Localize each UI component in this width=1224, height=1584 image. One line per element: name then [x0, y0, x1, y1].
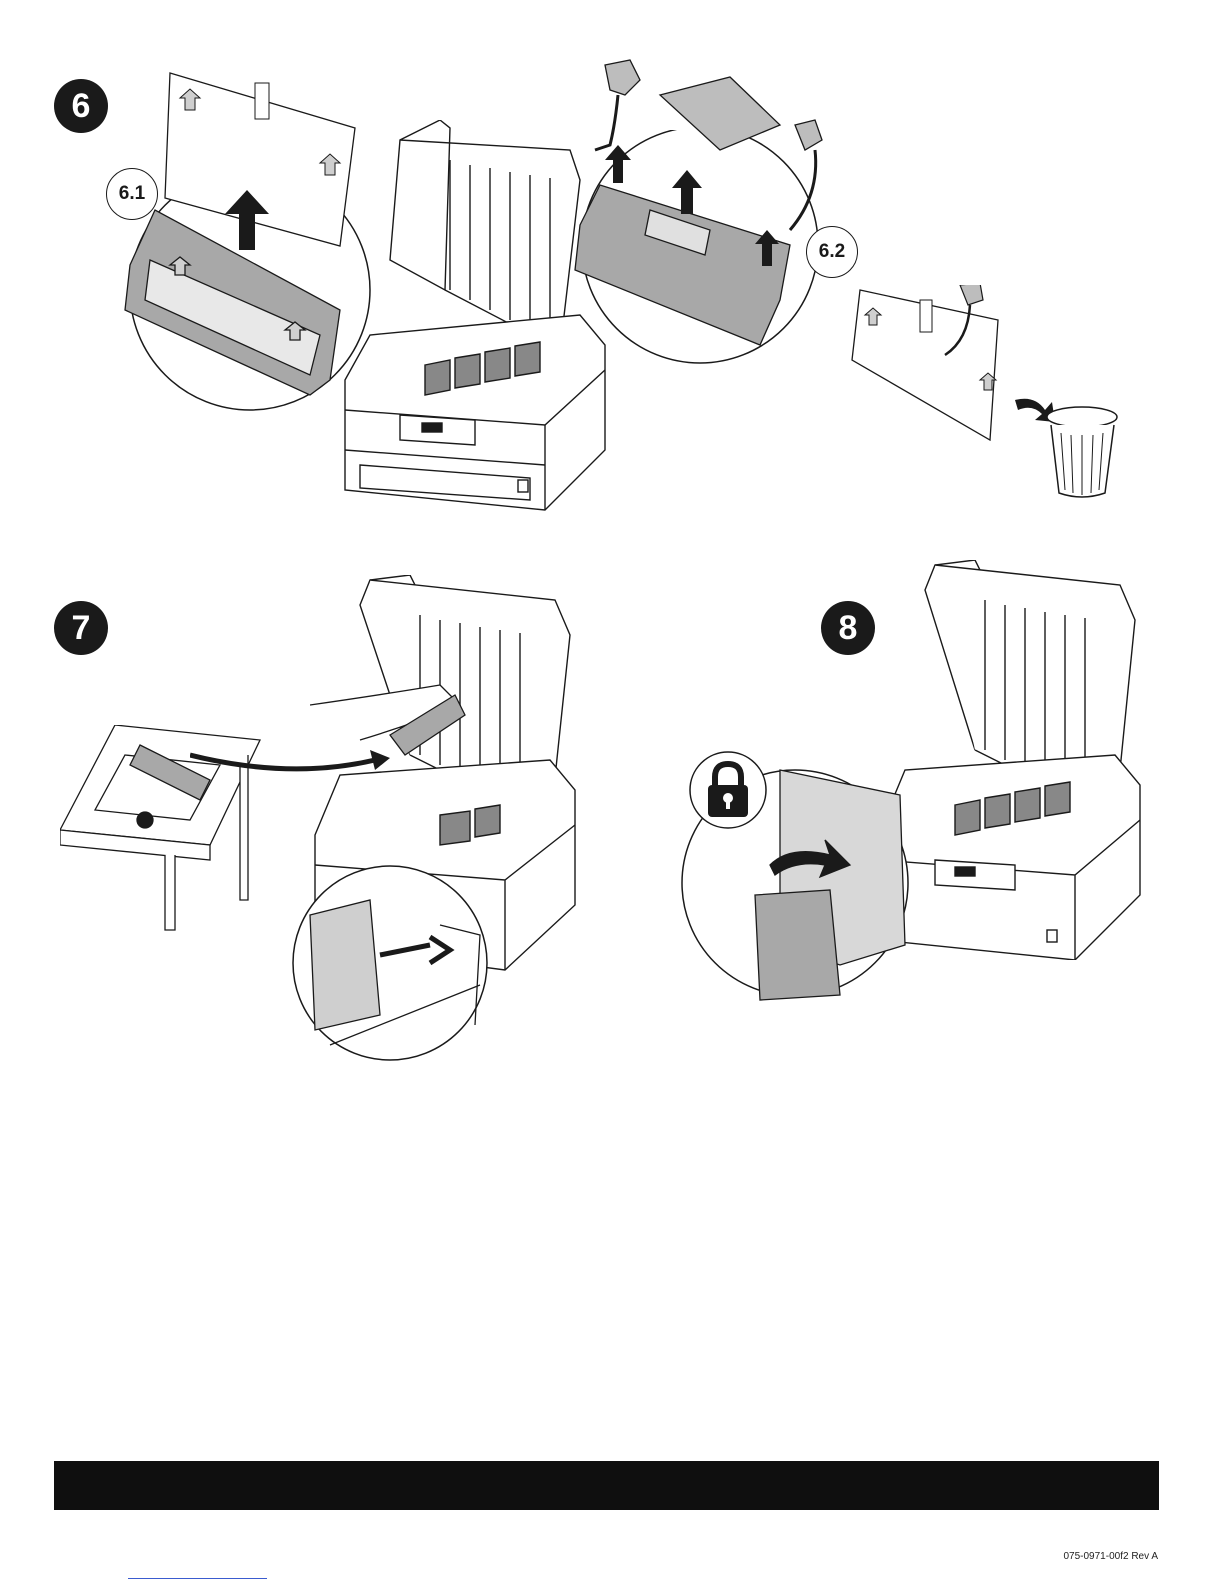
arrow-up-icon — [225, 190, 269, 250]
padlock-icon — [688, 750, 768, 830]
step-8-badge: 8 — [821, 601, 875, 655]
footer-link-underline[interactable] — [128, 1578, 267, 1579]
step-6-2-label: 6.2 — [806, 226, 858, 278]
document-number: 075-0971-00f2 Rev A — [1063, 1551, 1158, 1562]
step-8-printer-illustration — [875, 560, 1150, 960]
step-6-1-label: 6.1 — [106, 168, 158, 220]
trash-can-icon — [1045, 405, 1120, 500]
step-7-detail-circle — [290, 865, 500, 1070]
footer-bar — [54, 1461, 1159, 1510]
step-7-badge: 7 — [54, 601, 108, 655]
step-6-badge: 6 — [54, 79, 108, 133]
step-6-2-packing-pieces — [590, 55, 850, 245]
step-6-discard-sheet — [850, 285, 1000, 445]
